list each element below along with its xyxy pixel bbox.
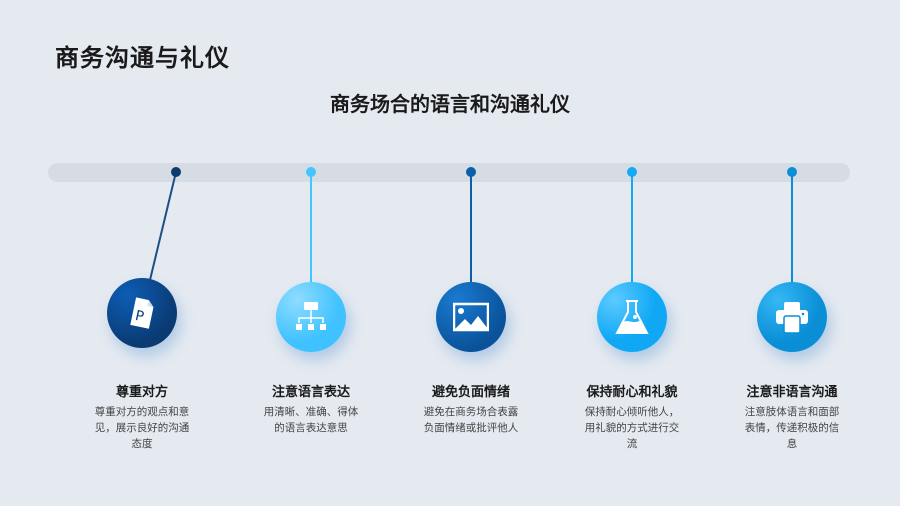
item-5-badge xyxy=(757,282,827,352)
item-1-title: 尊重对方 xyxy=(115,385,168,400)
item-1-badge: P xyxy=(107,278,177,348)
timeline-dot-3 xyxy=(466,167,476,177)
timeline-track xyxy=(48,163,850,182)
timeline-dot-2 xyxy=(306,167,316,177)
item-3-desc: 避免在商务场合表露负面情绪或批评他人 xyxy=(423,406,519,434)
item-4-desc: 保持耐心倾听他人，用礼貌的方式进行交流 xyxy=(584,406,680,450)
item-5-desc: 注意肢体语言和面部表情，传递积极的信息 xyxy=(744,406,840,450)
item-2-desc: 用清晰、准确、得体的语言表达意思 xyxy=(263,406,359,434)
timeline-dot-4 xyxy=(627,167,637,177)
item-3-badge xyxy=(436,282,506,352)
page-title: 商务沟通与礼仪 xyxy=(55,44,230,72)
item-4-title: 保持耐心和礼貌 xyxy=(586,385,678,400)
svg-text:P: P xyxy=(134,308,146,325)
sitemap-icon xyxy=(296,302,326,330)
image-icon xyxy=(453,302,489,332)
item-2-title: 注意语言表达 xyxy=(271,385,350,400)
item-4-badge xyxy=(597,282,667,352)
printer-icon xyxy=(776,302,808,334)
section-subtitle: 商务场合的语言和沟通礼仪 xyxy=(330,92,570,116)
timeline-dot-5 xyxy=(787,167,797,177)
item-3-title: 避免负面情绪 xyxy=(431,385,510,400)
item-5-title: 注意非语言沟通 xyxy=(746,385,838,400)
flask-icon xyxy=(615,300,649,334)
item-1-desc: 尊重对方的观点和意见，展示良好的沟通态度 xyxy=(94,406,190,450)
connector-1 xyxy=(149,171,177,281)
item-2-badge xyxy=(276,282,346,352)
timeline-dot-1 xyxy=(171,167,181,177)
powerpoint-file-icon: P xyxy=(130,297,154,329)
